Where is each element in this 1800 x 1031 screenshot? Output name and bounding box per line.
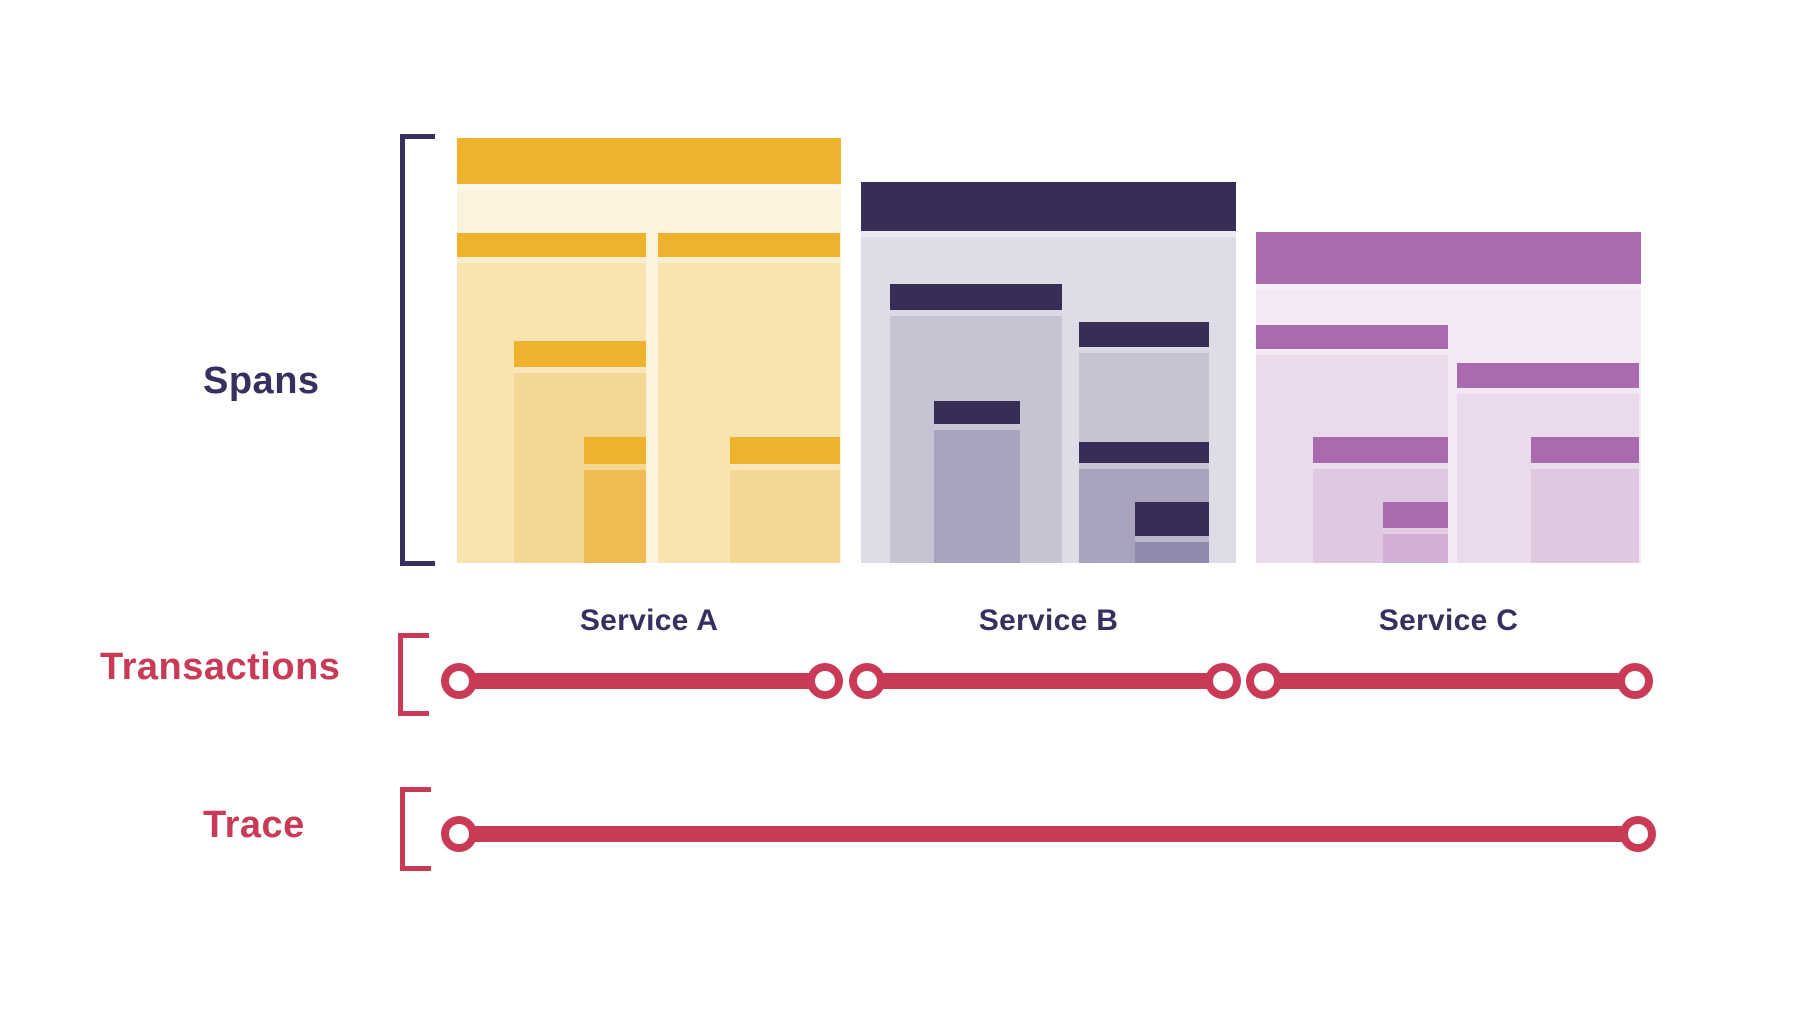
service-c-span-3-bar bbox=[1313, 437, 1448, 463]
service-c-span-5-bar bbox=[1383, 502, 1448, 528]
service-b-span-3-body bbox=[934, 401, 1020, 563]
transaction-endpoint-circle-3-start bbox=[1246, 663, 1282, 699]
trace-row-label: Trace bbox=[203, 804, 305, 846]
service-a-span-5-bar bbox=[584, 437, 646, 464]
service-b-span-5-bar bbox=[1135, 502, 1209, 536]
service-a-root-span-bar bbox=[457, 138, 841, 184]
service-b-root-span-bar bbox=[861, 182, 1236, 231]
trace-endpoint-circle-1-end bbox=[1620, 816, 1656, 852]
transaction-endpoint-circle-2-start bbox=[849, 663, 885, 699]
service-c-root-span-bar bbox=[1256, 232, 1641, 284]
trace-endpoint-circle-1-start bbox=[441, 816, 477, 852]
service-c-span-4-bar bbox=[1531, 437, 1639, 463]
transactions-row-label: Transactions bbox=[100, 646, 341, 688]
service-a-span-2-bar bbox=[658, 233, 840, 257]
transaction-endpoint-circle-1-end bbox=[807, 663, 843, 699]
service-b-label: Service B bbox=[978, 604, 1119, 637]
transaction-line-2 bbox=[867, 673, 1223, 689]
service-b-span-1-bar bbox=[890, 284, 1062, 310]
transaction-endpoint-circle-1-start bbox=[441, 663, 477, 699]
service-a-span-4-bar bbox=[730, 437, 840, 464]
trace-bracket-icon bbox=[400, 787, 431, 871]
trace-line-1 bbox=[459, 826, 1638, 842]
transaction-endpoint-circle-2-end bbox=[1205, 663, 1241, 699]
service-a-label: Service A bbox=[579, 604, 719, 637]
spans-bracket-icon bbox=[400, 134, 435, 566]
service-c-span-1-bar bbox=[1256, 325, 1448, 349]
transaction-endpoint-circle-3-end bbox=[1617, 663, 1653, 699]
service-c-label: Service C bbox=[1378, 604, 1519, 637]
service-b-span-3-bar bbox=[934, 401, 1020, 424]
service-b-span-2-bar bbox=[1079, 322, 1209, 347]
transaction-line-3 bbox=[1264, 673, 1635, 689]
service-a-span-1-bar bbox=[457, 233, 646, 257]
service-a-span-3-bar bbox=[514, 341, 646, 367]
service-b-span-4-bar bbox=[1079, 442, 1209, 463]
service-c-span-2-bar bbox=[1457, 363, 1639, 388]
spans-row-label: Spans bbox=[203, 360, 320, 402]
transaction-line-1 bbox=[459, 673, 825, 689]
transactions-bracket-icon bbox=[398, 633, 429, 716]
